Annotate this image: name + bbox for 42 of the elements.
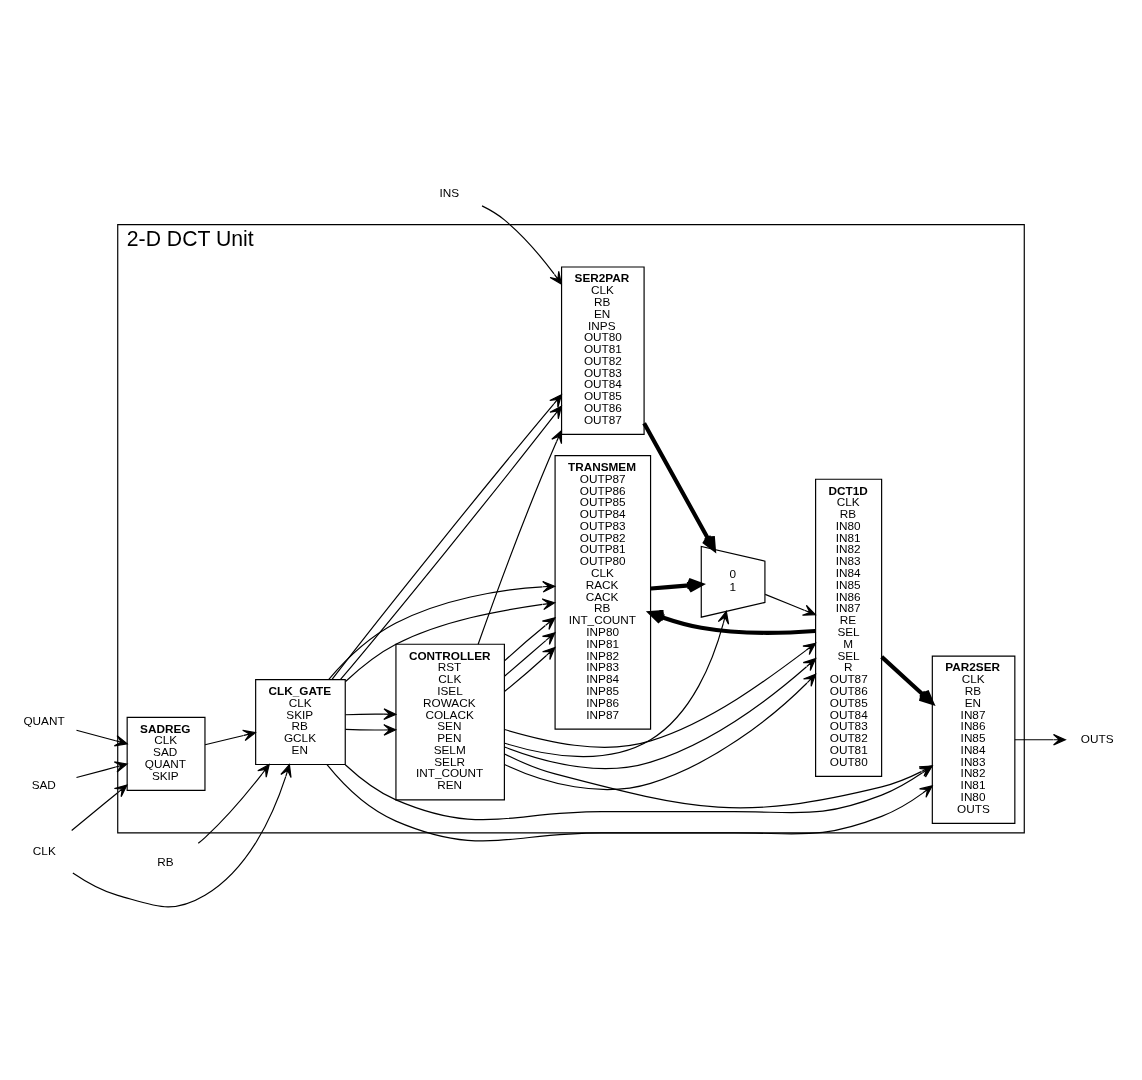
arrow [1014, 733, 1066, 746]
arrow [504, 610, 730, 758]
arrow [75, 729, 128, 747]
arrow [344, 724, 397, 736]
node-box: DCT1D CLK RB IN80 IN81 IN82 IN83 IN84 IN85 IN86 IN87 RE SEL M SEL R OUT87 OUT86 OUT85 OUT84 OUT83 OUT82 OUT81 OUT80 [815, 478, 883, 777]
arrow [72, 764, 292, 908]
arrow [504, 632, 556, 677]
node-box: SER2PAR CLK RB EN INPS OUT80 OUT81 OUT82 OUT83 OUT84 OUT85 OUT86 OUT87 [561, 266, 645, 435]
node-box: 0 1 [700, 545, 766, 618]
arrow [197, 764, 270, 844]
node-text: INS [439, 185, 460, 199]
arrow [326, 764, 933, 842]
arrow [650, 577, 704, 593]
arrow [648, 610, 816, 635]
arrow [764, 593, 816, 616]
node-box: CONTROLLER RST CLK ISEL ROWACK COLACK SEN PEN SELM SELR INT_COUNT REN [395, 643, 505, 801]
node-box: PAR2SER CLK RB EN IN87 IN86 IN85 IN84 IN83 IN82 IN81 IN80 OUTS [931, 655, 1016, 825]
node-box: TRANSMEM OUTP87 OUTP86 OUTP85 OUTP84 OUTP83 OUTP82 OUTP81 OUTP80 CLK RACK CACK RB INT_COUNT INP80 INP81 INP82 INP83 INP84 INP85 INP86 INP87 [554, 455, 652, 730]
arrow [75, 761, 128, 779]
arrow [344, 764, 933, 821]
node-text: SAD [31, 777, 56, 791]
arrow [504, 647, 556, 692]
arrow [504, 753, 933, 809]
arrow [344, 708, 397, 721]
node-box: SADREG CLK SAD QUANT SKIP [126, 716, 206, 792]
arrow [880, 655, 934, 705]
arrow [642, 422, 716, 552]
arrow [504, 617, 556, 662]
node-text: QUANT [23, 714, 65, 728]
node-text: RB [157, 855, 174, 869]
node-box: CLK_GATE CLK SKIP RB GCLK EN [255, 679, 346, 766]
arrow [481, 205, 562, 285]
node-text: OUTS [1080, 731, 1114, 745]
arrow [477, 430, 563, 645]
arrow [71, 784, 128, 832]
arrow [503, 658, 817, 769]
arrow [503, 642, 817, 748]
arrow [204, 729, 256, 746]
arrow [503, 673, 817, 791]
arrow [328, 580, 556, 680]
arrow [344, 598, 556, 683]
node-text: CLK [32, 843, 56, 857]
